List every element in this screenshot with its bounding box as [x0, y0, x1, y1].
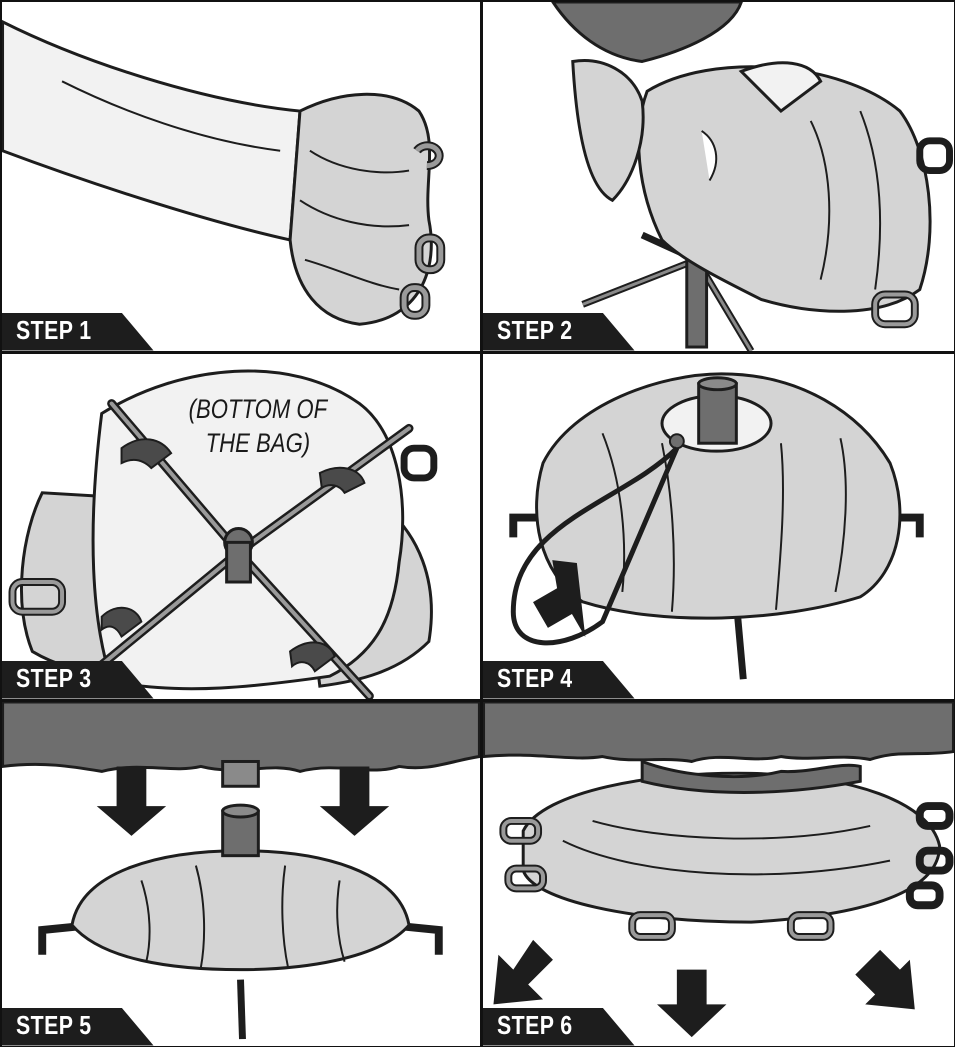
step-4-panel: STEP 4	[480, 351, 955, 702]
step-4-label: STEP 4	[497, 663, 573, 694]
step-5-panel: STEP 5	[0, 699, 483, 1047]
step-5-illustration	[2, 702, 480, 1046]
step-6-label: STEP 6	[497, 1010, 573, 1041]
step-4-illustration	[483, 354, 954, 699]
step-6-panel: STEP 6	[480, 699, 955, 1047]
bottom-of-bag-annotation: (BOTTOM OF THE BAG)	[180, 392, 336, 460]
step-1-label: STEP 1	[16, 315, 92, 346]
step-2-panel: STEP 2	[480, 0, 955, 354]
annotation-line-2: THE BAG)	[180, 426, 336, 460]
step-6-illustration	[483, 702, 954, 1046]
step-1-illustration	[2, 2, 480, 351]
step-1-panel: STEP 1	[0, 0, 483, 354]
annotation-line-1: (BOTTOM OF	[180, 392, 336, 426]
step-3-panel: (BOTTOM OF THE BAG) STEP 3	[0, 351, 483, 702]
step-2-label: STEP 2	[497, 315, 573, 346]
step-3-label: STEP 3	[16, 663, 92, 694]
step-5-label: STEP 5	[16, 1010, 92, 1041]
step-2-illustration	[483, 2, 954, 351]
